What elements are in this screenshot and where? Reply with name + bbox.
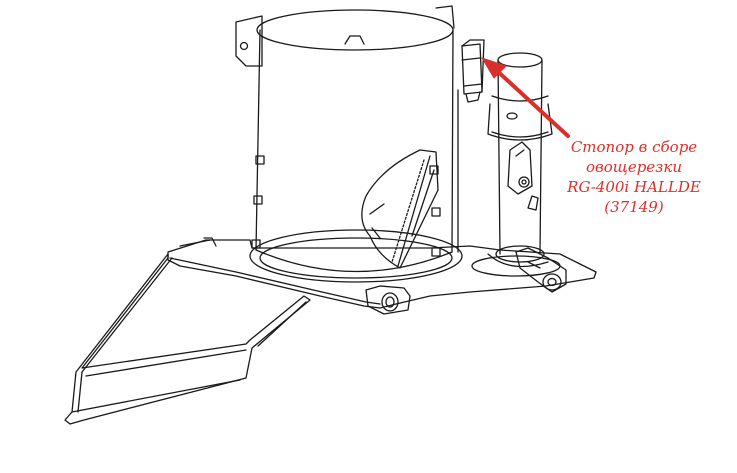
front-clamp (365, 285, 411, 315)
latch-lever (507, 141, 539, 211)
right-clamp (515, 247, 567, 293)
callout-line-1: Стопор в сборе (570, 138, 698, 156)
chute-tray (64, 253, 311, 425)
cutting-window (361, 149, 439, 269)
stopper-callout-label: Стопор в сборе овощерезки RG-400i HALLDE… (548, 137, 720, 217)
callout-line-4: (37149) (604, 198, 664, 216)
stopper-assembly (461, 39, 485, 103)
leader-arrow (481, 57, 570, 138)
callout-line-2: овощерезки (586, 158, 682, 176)
base-plate (167, 237, 597, 309)
column-tube (457, 52, 561, 277)
callout-line-3: RG-400i HALLDE (567, 178, 701, 196)
main-cylinder (235, 5, 463, 283)
bolts (251, 155, 441, 257)
